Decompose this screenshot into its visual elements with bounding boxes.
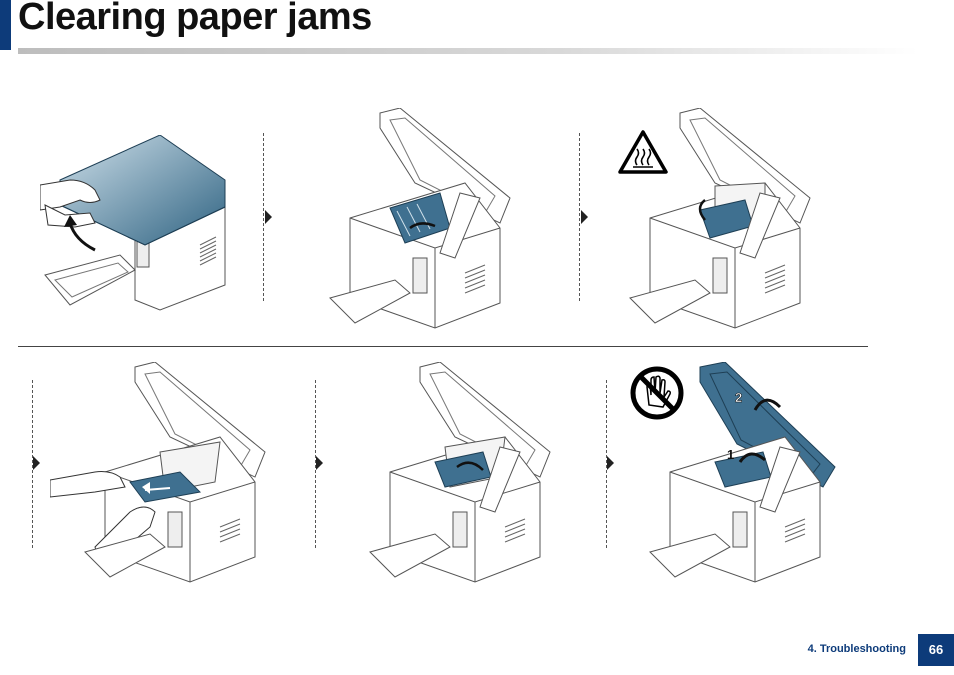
step-5-illustration bbox=[365, 362, 555, 587]
title-underline bbox=[18, 48, 918, 54]
step-arrow-icon bbox=[265, 210, 272, 224]
page-title: Clearing paper jams bbox=[18, 0, 372, 39]
step-arrow-icon bbox=[33, 456, 40, 470]
step-divider bbox=[579, 133, 580, 301]
step-divider bbox=[263, 133, 264, 301]
step-3-illustration bbox=[625, 108, 815, 333]
callout-2: 2 bbox=[735, 390, 742, 405]
step-arrow-icon bbox=[316, 456, 323, 470]
step-4-illustration bbox=[50, 362, 275, 587]
row-divider bbox=[18, 346, 868, 347]
step-6-illustration: 2 1 bbox=[645, 362, 840, 587]
step-arrow-icon bbox=[607, 456, 614, 470]
page-number: 66 bbox=[918, 634, 954, 666]
step-2-illustration bbox=[325, 108, 515, 333]
callout-1: 1 bbox=[727, 447, 734, 462]
footer-section-label: 4. Troubleshooting bbox=[808, 643, 906, 655]
title-accent-bar bbox=[0, 0, 11, 50]
step-arrow-icon bbox=[581, 210, 588, 224]
step-1-illustration bbox=[40, 135, 240, 315]
